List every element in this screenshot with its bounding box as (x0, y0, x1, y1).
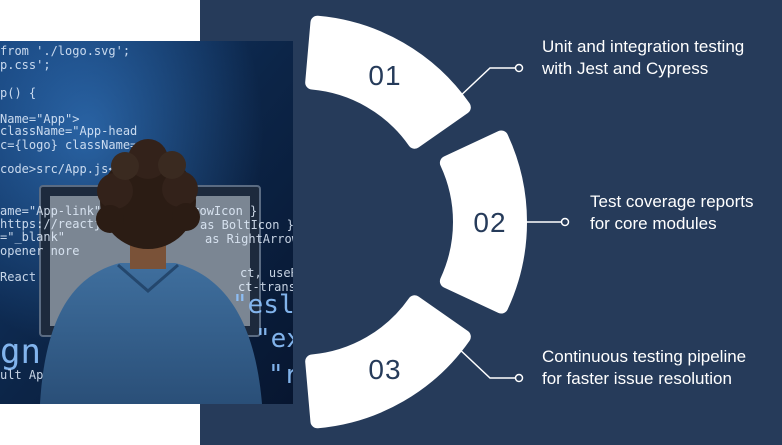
code-line: ct-trans (238, 280, 293, 294)
code-line: "re (268, 360, 293, 390)
step-2-number: 02 (473, 207, 506, 238)
code-line: from './logo.svg'; (0, 44, 130, 58)
step-2-label: Test coverage reports for core modules (590, 192, 754, 233)
code-line: Name="App"> (0, 112, 79, 126)
step-1-label: Unit and integration testing with Jest a… (542, 37, 745, 78)
person-shirt (40, 263, 262, 404)
code-line: as BoltIcon } f (200, 218, 293, 232)
code-line: "eslin (232, 290, 293, 320)
step-1-number: 01 (368, 60, 401, 91)
code-line: code>src/App.js</co (0, 162, 137, 176)
shirt-collar (117, 263, 179, 293)
code-line: c={logo} className= (0, 138, 137, 152)
code-line: p.css'; (0, 58, 51, 72)
code-line: ult Ap (0, 368, 43, 382)
code-line: ct, useRe (240, 266, 293, 280)
code-line: className="App-head (0, 124, 137, 138)
step-1-connector-line (455, 67, 516, 101)
code-line: p() { (0, 86, 36, 100)
code-line: opener nore (0, 244, 79, 258)
step-2-segment (439, 130, 527, 314)
step-segments: 01 02 03 (305, 15, 527, 429)
code-line: React (0, 270, 36, 284)
step-3-segment (305, 295, 471, 429)
person-hair (96, 139, 200, 249)
step-3-connector-line (455, 345, 516, 379)
code-line: as RightArrow (205, 232, 293, 246)
step-1-segment (305, 15, 471, 149)
step-connectors (455, 63, 570, 383)
step-2-connector-dot (560, 217, 570, 227)
step-3-number: 03 (368, 354, 401, 385)
developer-photo: from './logo.svg';p.css'; p() { Name="App"… (0, 41, 293, 404)
code-line: ="_blank" (0, 230, 65, 244)
step-3-connector-dot (514, 373, 524, 383)
developer-photo-illustration: from './logo.svg';p.css'; p() { Name="App"… (0, 41, 293, 404)
step-3-label: Continuous testing pipeline for faster i… (542, 347, 747, 388)
step-1-connector-dot (514, 63, 524, 73)
code-line: "ex (255, 324, 293, 354)
